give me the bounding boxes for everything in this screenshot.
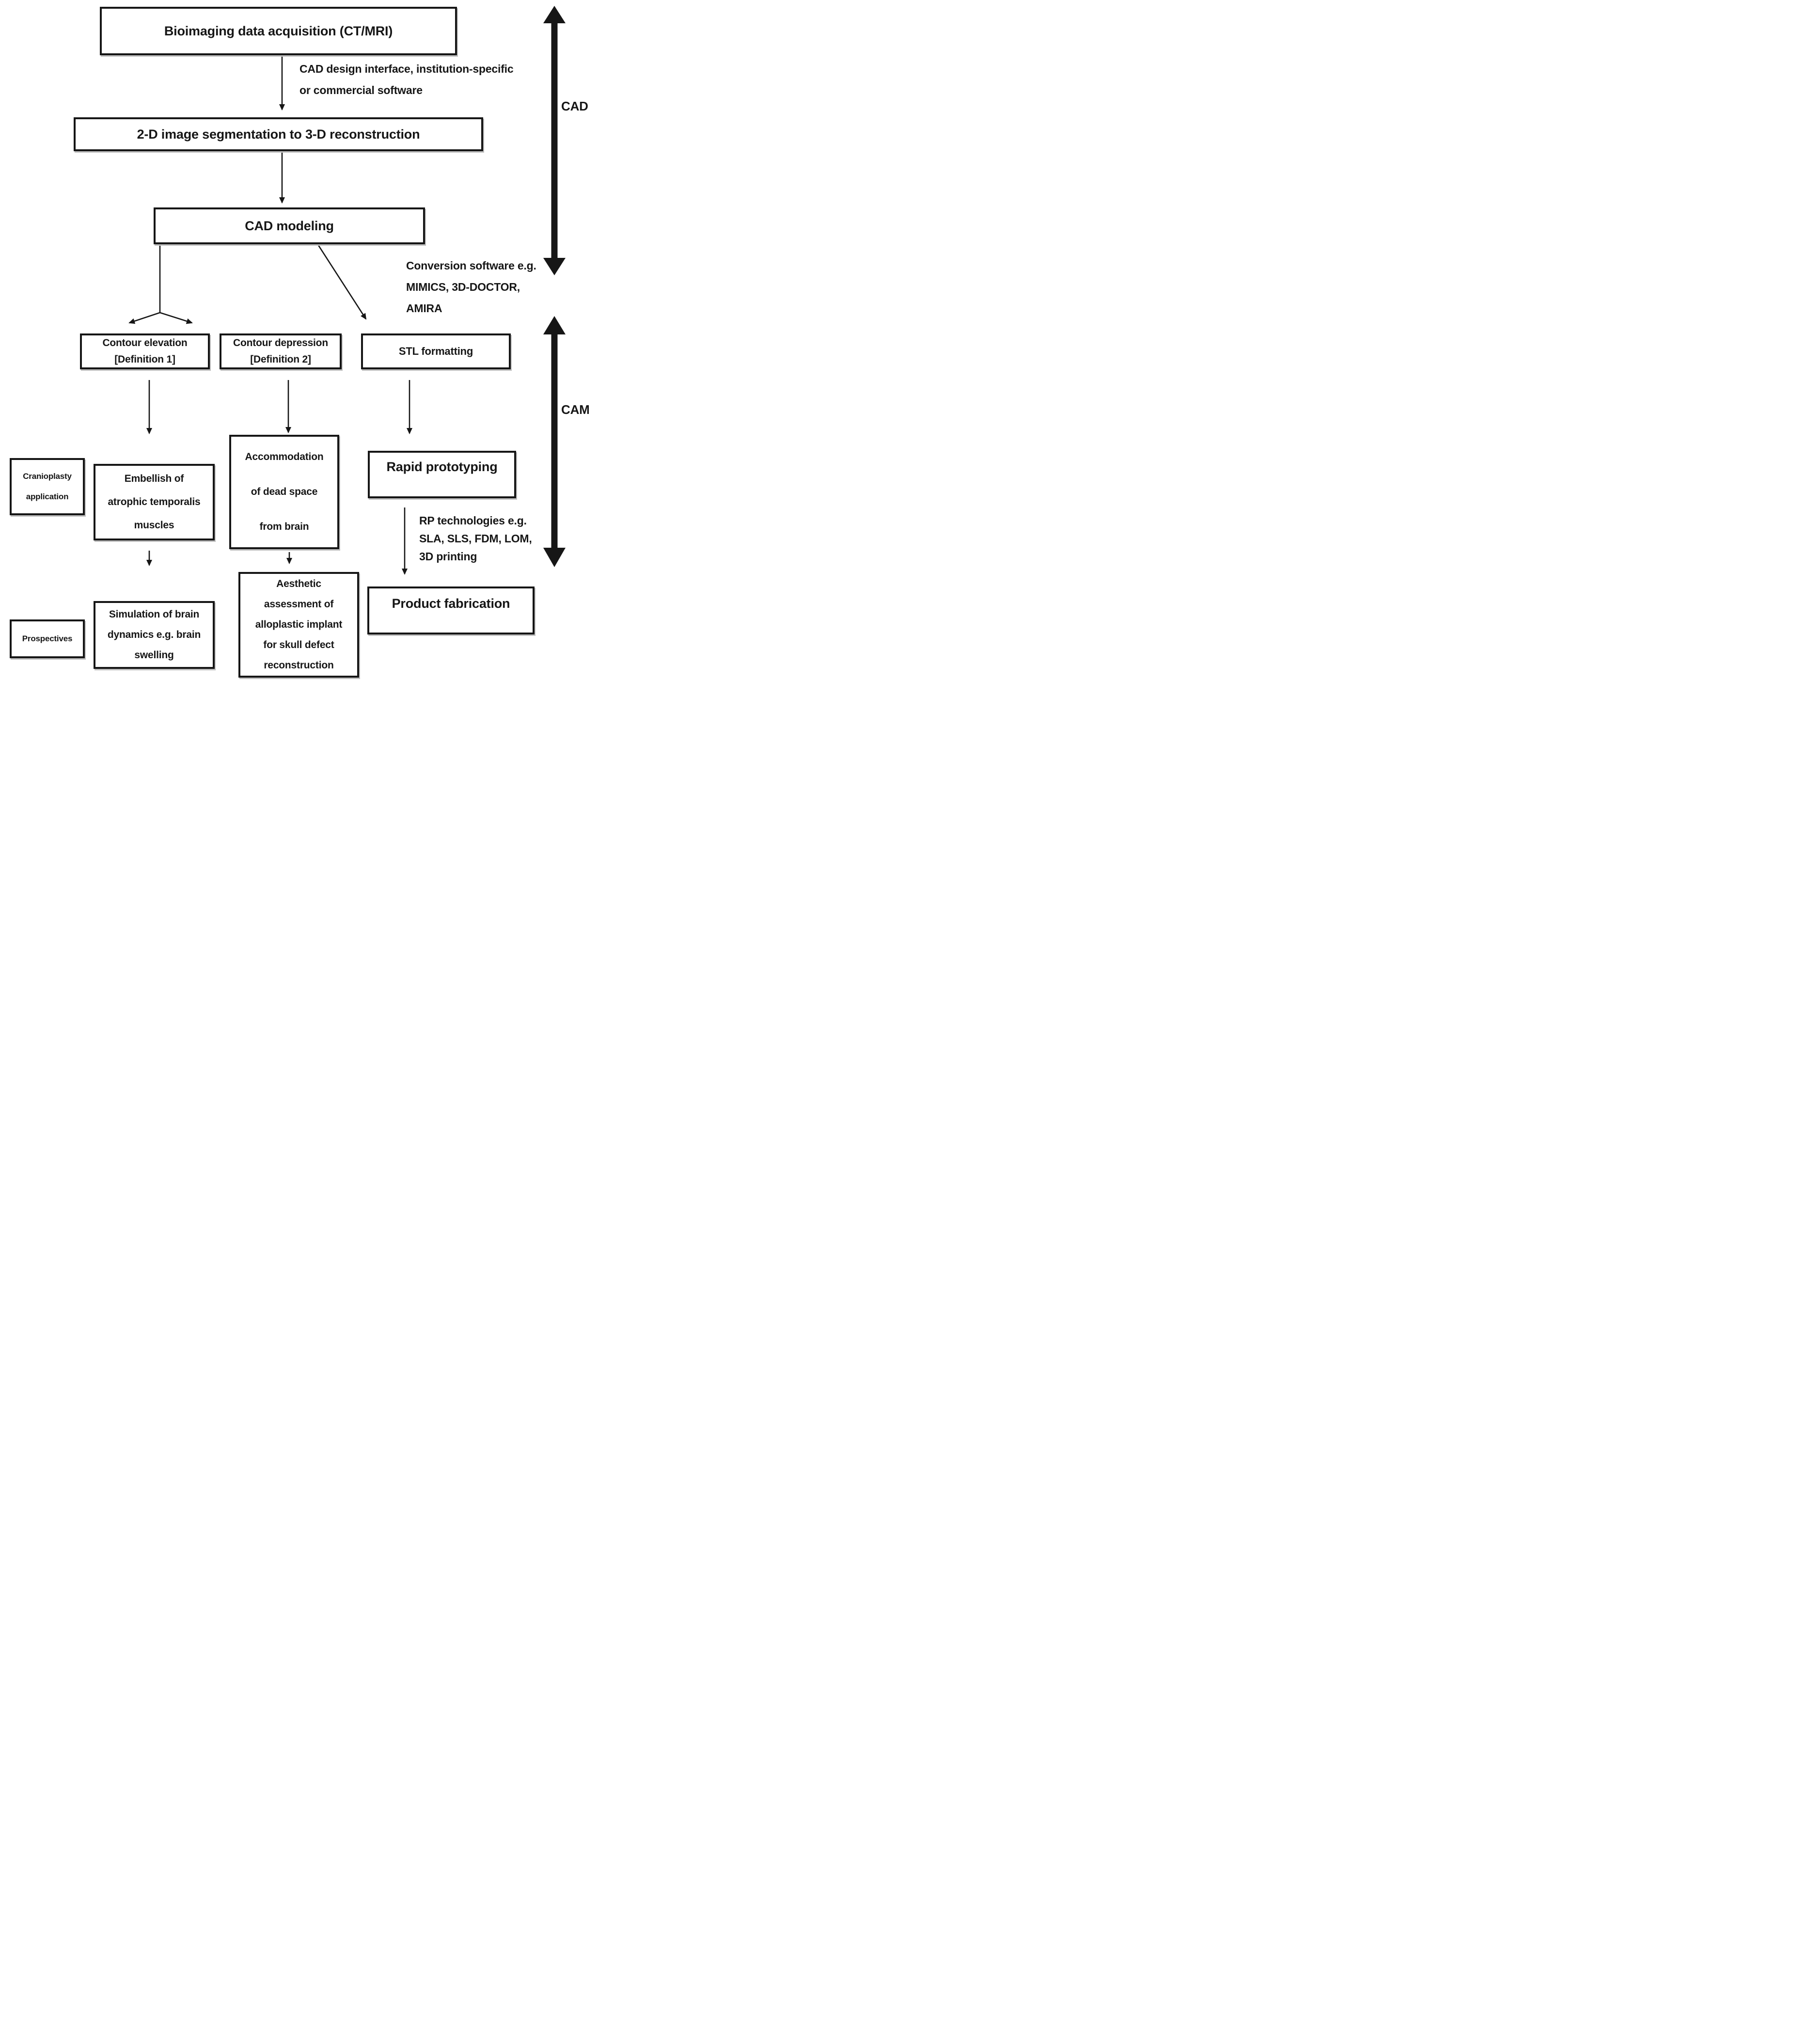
node-accommodation-line1: Accommodation bbox=[245, 451, 324, 462]
node-accommodation-line3: from brain bbox=[259, 521, 309, 532]
node-accommodation-line2: of dead space bbox=[251, 486, 318, 497]
arrow-split-to-contour-elevation bbox=[128, 312, 160, 324]
annotation-conversion-line3: AMIRA bbox=[406, 302, 442, 315]
node-aesthetic-line2: assessment of bbox=[264, 599, 334, 610]
annotation-cad-interface-line1: CAD design interface, institution-specif… bbox=[299, 63, 514, 75]
node-simulation: Simulation of brain dynamics e.g. brain … bbox=[94, 601, 215, 669]
node-prospectives: Prospectives bbox=[10, 619, 85, 658]
node-bioimaging: Bioimaging data acquisition (CT/MRI) bbox=[100, 7, 457, 55]
node-embellish-line1: Embellish of bbox=[124, 473, 184, 484]
node-contour-depression-line2: [Definition 2] bbox=[250, 354, 311, 365]
node-aesthetic: Aesthetic assessment of alloplastic impl… bbox=[238, 572, 359, 678]
node-rapid-prototyping-label: Rapid prototyping bbox=[386, 460, 498, 474]
node-rapid-prototyping: Rapid prototyping bbox=[368, 451, 516, 498]
node-simulation-line2: dynamics e.g. brain bbox=[107, 629, 201, 640]
node-embellish: Embellish of atrophic temporalis muscles bbox=[94, 464, 215, 540]
node-aesthetic-line1: Aesthetic bbox=[276, 578, 321, 589]
annotation-conversion-software: Conversion software e.g. MIMICS, 3D-DOCT… bbox=[406, 255, 536, 319]
node-cad-modeling: CAD modeling bbox=[154, 207, 425, 244]
annotation-cad-interface-line2: or commercial software bbox=[299, 84, 423, 96]
node-cranioplasty-line1: Cranioplasty bbox=[23, 472, 72, 481]
node-product-fabrication: Product fabrication bbox=[367, 586, 535, 634]
flowchart-canvas: Bioimaging data acquisition (CT/MRI) 2-D… bbox=[0, 0, 598, 681]
phase-label-cad: CAD bbox=[561, 99, 588, 113]
arrow-cad-modeling-to-stl bbox=[317, 245, 367, 320]
node-cranioplasty-application: Cranioplasty application bbox=[10, 458, 85, 515]
node-bioimaging-label: Bioimaging data acquisition (CT/MRI) bbox=[164, 24, 393, 38]
node-contour-depression: Contour depression [Definition 2] bbox=[220, 333, 342, 369]
node-stl-formatting: STL formatting bbox=[361, 333, 511, 369]
annotation-rp-line1: RP technologies e.g. bbox=[419, 514, 527, 527]
node-contour-elevation-line2: [Definition 1] bbox=[114, 354, 175, 365]
annotation-conversion-line1: Conversion software e.g. bbox=[406, 259, 536, 272]
node-embellish-line2: atrophic temporalis bbox=[108, 496, 201, 507]
node-stl-formatting-label: STL formatting bbox=[398, 345, 473, 357]
cam-phase-arrow bbox=[543, 316, 566, 567]
arrow-split-to-contour-depression bbox=[159, 312, 193, 324]
node-product-fabrication-label: Product fabrication bbox=[392, 596, 510, 611]
node-cad-modeling-label: CAD modeling bbox=[245, 219, 334, 233]
node-simulation-line3: swelling bbox=[134, 650, 174, 661]
node-aesthetic-line5: reconstruction bbox=[264, 660, 334, 671]
node-simulation-line1: Simulation of brain bbox=[109, 609, 200, 620]
node-accommodation: Accommodation of dead space from brain bbox=[229, 435, 339, 549]
annotation-rp-line3: 3D printing bbox=[419, 550, 477, 563]
node-prospectives-label: Prospectives bbox=[22, 634, 73, 643]
annotation-rp-line2: SLA, SLS, FDM, LOM, bbox=[419, 532, 532, 545]
annotation-rp-technologies: RP technologies e.g. SLA, SLS, FDM, LOM,… bbox=[419, 512, 532, 566]
cad-phase-arrow bbox=[543, 6, 566, 275]
node-contour-elevation-line1: Contour elevation bbox=[102, 337, 188, 349]
node-cranioplasty-line2: application bbox=[26, 492, 69, 501]
node-segmentation-label: 2-D image segmentation to 3-D reconstruc… bbox=[137, 127, 420, 142]
node-contour-elevation: Contour elevation [Definition 1] bbox=[80, 333, 210, 369]
annotation-cad-interface: CAD design interface, institution-specif… bbox=[299, 58, 514, 101]
node-contour-depression-line1: Contour depression bbox=[233, 337, 328, 349]
annotation-conversion-line2: MIMICS, 3D-DOCTOR, bbox=[406, 281, 520, 293]
node-embellish-line3: muscles bbox=[134, 520, 174, 531]
node-segmentation: 2-D image segmentation to 3-D reconstruc… bbox=[74, 117, 483, 151]
node-aesthetic-line4: for skull defect bbox=[263, 639, 334, 650]
phase-label-cam: CAM bbox=[561, 402, 590, 417]
node-aesthetic-line3: alloplastic implant bbox=[255, 619, 343, 630]
